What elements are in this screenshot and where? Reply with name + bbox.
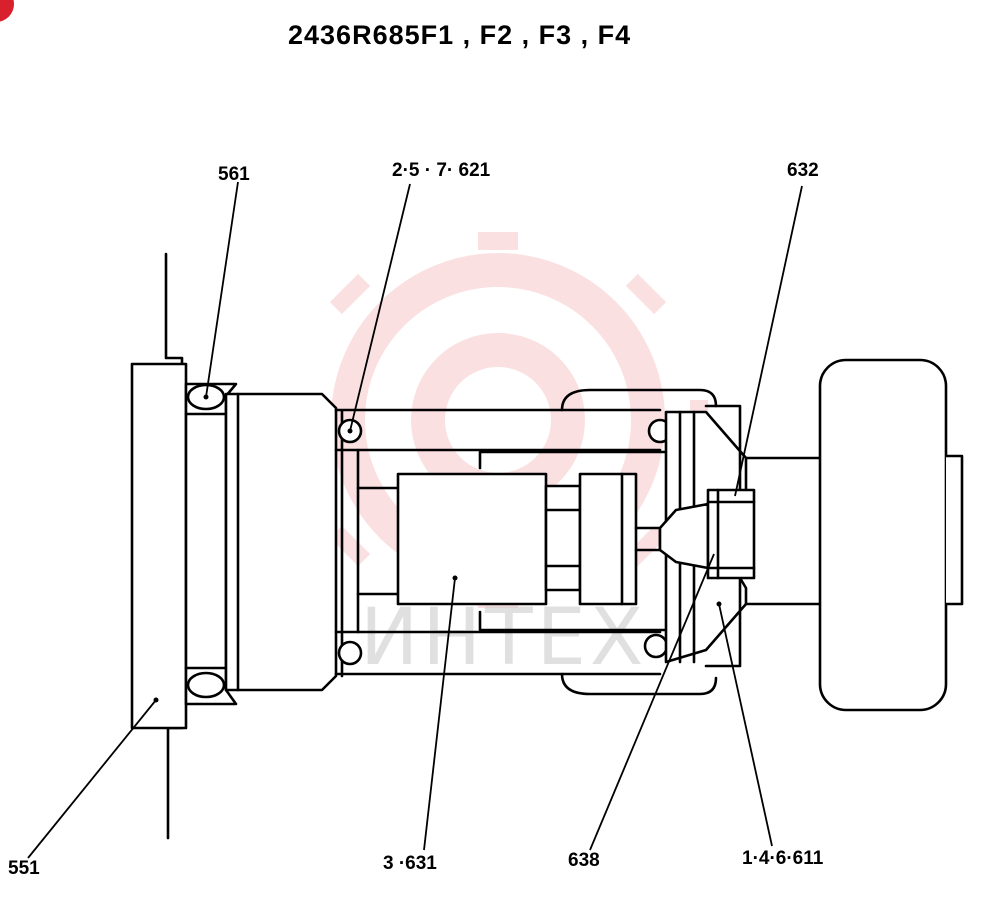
housing-edge-line-top [164, 252, 184, 368]
callout-3-631: 3 ·631 [383, 853, 437, 874]
leader-632 [734, 185, 803, 497]
piston-band-lines [544, 508, 582, 568]
leader-2-5-7-621 [349, 183, 411, 432]
callout-632: 632 [787, 160, 819, 181]
callout-1-4-6-611: 1·4·6·611 [742, 848, 824, 869]
callout-638: 638 [568, 850, 600, 871]
leader-1-4-6-611 [718, 603, 773, 847]
piston-band [544, 484, 582, 592]
leader-638 [589, 553, 715, 851]
housing-edge-line-bottom [166, 718, 184, 840]
outer-sleeve [560, 388, 718, 696]
piston-631 [396, 472, 548, 606]
leader-dot-621 [347, 428, 353, 434]
callout-2-5-7-621: 2·5 · 7· 621 [392, 160, 491, 181]
watermark-text: ИНТЕХ [360, 593, 647, 683]
motor-end-cap [946, 454, 964, 606]
leader-dot-631 [452, 575, 458, 581]
valve-nut-632 [706, 488, 756, 580]
leader-dot-551 [153, 697, 159, 703]
piston-head [578, 472, 638, 606]
drawing-title: 2436R685F1 , F2 , F3 , F4 [288, 20, 631, 50]
callout-551: 551 [8, 858, 40, 879]
leader-3-631 [423, 577, 456, 851]
inner-guide [478, 450, 678, 632]
leader-561 [205, 181, 239, 398]
piston-rod [356, 486, 400, 596]
corner-badge [0, 0, 14, 22]
main-housing [224, 392, 338, 692]
callout-561: 561 [218, 164, 250, 185]
output-shaft [744, 456, 822, 606]
leader-dot-561 [203, 394, 209, 400]
valve-nut-lines [706, 488, 756, 580]
spring-chamber-bottom [334, 630, 662, 676]
drive-motor [818, 358, 948, 712]
spring-coil-bottom-left [337, 640, 363, 666]
mounting-flange-551 [130, 362, 188, 730]
leader-dot-611 [716, 601, 722, 607]
leader-551 [27, 699, 157, 859]
o-ring-561-bottom [186, 671, 226, 699]
spring-coil-bottom-right [643, 633, 669, 659]
